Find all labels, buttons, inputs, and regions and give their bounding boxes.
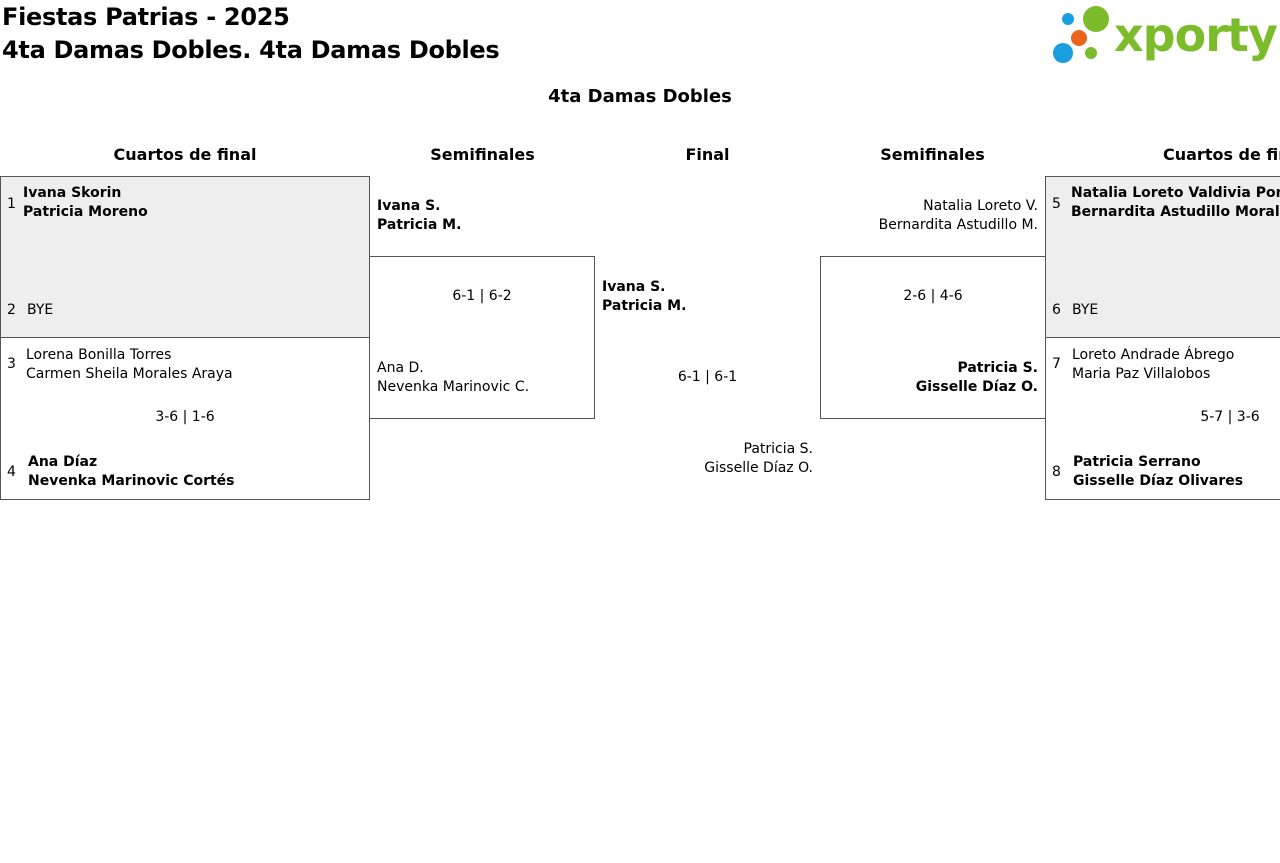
round-header-right-qf: Cuartos de final (1163, 145, 1280, 164)
tournament-title: Fiestas Patrias - 2025 (2, 3, 290, 31)
match-box-seed5-vs-seed6 (1045, 176, 1280, 338)
team-player-1: Ana D. (377, 360, 424, 376)
team-player-1: Ivana S. (602, 279, 666, 295)
team-player-1: Patricia S. (743, 441, 813, 457)
seed-number: 4 (7, 464, 16, 480)
match-score: 5-7 | 3-6 (1200, 409, 1260, 425)
logo-dots-icon (1053, 6, 1109, 63)
team-player-1: Ana Díaz (28, 454, 98, 470)
seed-number: 1 (7, 196, 16, 212)
team-player-1: Lorena Bonilla Torres (26, 347, 172, 363)
team-player-1: Ivana Skorin (23, 185, 122, 201)
match-score: 3-6 | 1-6 (155, 409, 215, 425)
match-score: 2-6 | 4-6 (903, 288, 963, 304)
team-player-2: Carmen Sheila Morales Araya (26, 366, 233, 382)
seed-number: 8 (1052, 464, 1061, 480)
final-score: 6-1 | 6-1 (677, 369, 738, 385)
round-header-left-sf: Semifinales (430, 145, 535, 164)
round-header-final: Final (685, 145, 730, 164)
round-header-right-sf: Semifinales (880, 145, 985, 164)
match-box-seed1-vs-seed2 (0, 176, 370, 338)
team-player-1: Patricia Serrano (1073, 454, 1201, 470)
team-player-1: Patricia S. (957, 360, 1038, 376)
team-player-1: Loreto Andrade Ábrego (1072, 347, 1235, 363)
seed-number: 3 (7, 356, 16, 372)
seed-number: 2 (7, 302, 16, 318)
team-player-2: Bernardita Astudillo Morales (1071, 204, 1280, 220)
logo-wordmark: xporty (1114, 8, 1278, 62)
team-player-2: Patricia Moreno (23, 204, 148, 220)
bye-label: BYE (1072, 302, 1099, 318)
xporty-logo: xporty (1050, 4, 1278, 66)
team-player-2: Patricia M. (602, 298, 687, 314)
team-player-1: Ivana S. (377, 198, 441, 214)
team-player-2: Nevenka Marinovic C. (377, 379, 530, 395)
team-names-clip: Natalia Loreto Valdivia Pomar Bernardita… (1071, 184, 1280, 222)
round-header-left-qf: Cuartos de final (113, 145, 257, 164)
seed-number: 6 (1052, 302, 1061, 318)
match-score: 6-1 | 6-2 (452, 288, 512, 304)
team-player-2: Nevenka Marinovic Cortés (28, 473, 235, 489)
seed-number: 5 (1052, 196, 1061, 212)
seed-number: 7 (1052, 356, 1061, 372)
team-player-2: Maria Paz Villalobos (1072, 366, 1211, 382)
team-player-2: Gisselle Díaz O. (915, 379, 1038, 395)
team-player-2: Patricia M. (377, 217, 462, 233)
match-box-left-semifinal (369, 256, 595, 419)
event-title: 4ta Damas Dobles. 4ta Damas Dobles (2, 36, 500, 64)
team-player-2: Gisselle Díaz Olivares (1073, 473, 1244, 489)
team-player-1: Natalia Loreto V. (923, 198, 1038, 214)
team-player-1: Natalia Loreto Valdivia Pomar (1071, 185, 1280, 201)
team-player-2: Bernardita Astudillo M. (878, 217, 1038, 233)
category-title: 4ta Damas Dobles (548, 86, 732, 107)
match-box-seed7-vs-seed8 (1045, 337, 1280, 500)
team-player-2: Gisselle Díaz O. (704, 460, 813, 476)
bye-label: BYE (27, 302, 54, 318)
